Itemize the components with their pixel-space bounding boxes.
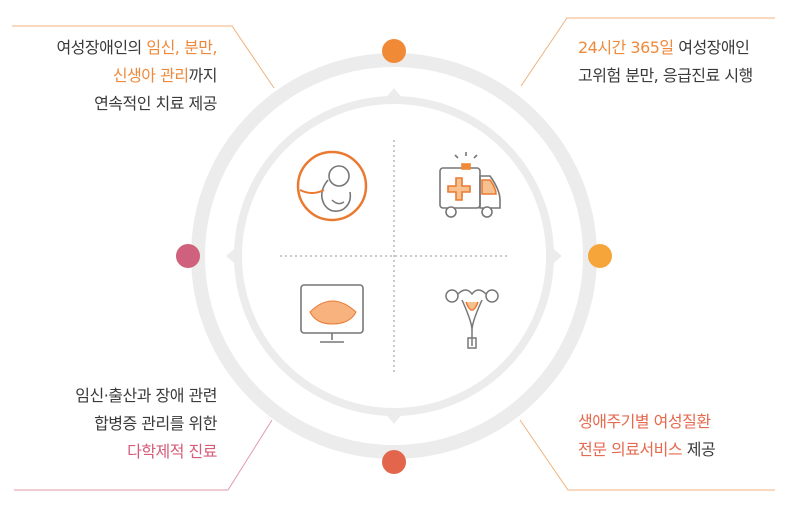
leader-top-left bbox=[12, 25, 275, 89]
callout-top-right: 24시간 365일 여성장애인 고위험 분만, 응급진료 시행 bbox=[578, 34, 753, 90]
callout-top-left-line3: 연속적인 치료 제공 bbox=[94, 94, 217, 113]
dot-top bbox=[382, 39, 406, 63]
callout-top-left-line2: 신생아 관리까지 bbox=[112, 66, 218, 85]
notch-bottom bbox=[384, 412, 404, 424]
ultrasound-monitor-icon bbox=[300, 284, 364, 343]
callout-bottom-right-line1: 생애주기별 여성질환 bbox=[578, 412, 711, 431]
callout-bottom-left: 임신·출산과 장애 관련 합병증 관리를 위한 다학제적 진료 bbox=[75, 382, 217, 466]
callout-bottom-left-line3: 다학제적 진료 bbox=[127, 442, 217, 461]
leader-bottom-right bbox=[519, 419, 775, 491]
callout-top-right-line2: 고위험 분만, 응급진료 시행 bbox=[578, 66, 753, 85]
callout-top-left-line1: 여성장애인의 임신, 분만, bbox=[56, 38, 217, 57]
notch-left bbox=[226, 246, 238, 266]
fetus-icon bbox=[296, 150, 368, 222]
ambulance-icon bbox=[439, 152, 501, 218]
uterus-icon bbox=[445, 289, 499, 349]
leader-top-right bbox=[520, 17, 775, 87]
callout-top-right-line1: 24시간 365일 여성장애인 bbox=[578, 38, 750, 57]
leader-bottom-left bbox=[14, 419, 273, 491]
callout-top-left: 여성장애인의 임신, 분만, 신생아 관리까지 연속적인 치료 제공 bbox=[56, 34, 217, 118]
callout-bottom-right: 생애주기별 여성질환 전문 의료서비스 제공 bbox=[578, 408, 716, 464]
callout-bottom-left-line2: 합병증 관리를 위한 bbox=[94, 414, 217, 433]
notch-right bbox=[550, 246, 562, 266]
dot-right bbox=[588, 244, 612, 268]
callout-bottom-left-line1: 임신·출산과 장애 관련 bbox=[75, 386, 217, 405]
notch-top bbox=[384, 88, 404, 100]
dot-left bbox=[176, 244, 200, 268]
dot-bottom bbox=[382, 450, 406, 474]
callout-bottom-right-line2: 전문 의료서비스 제공 bbox=[578, 440, 716, 459]
